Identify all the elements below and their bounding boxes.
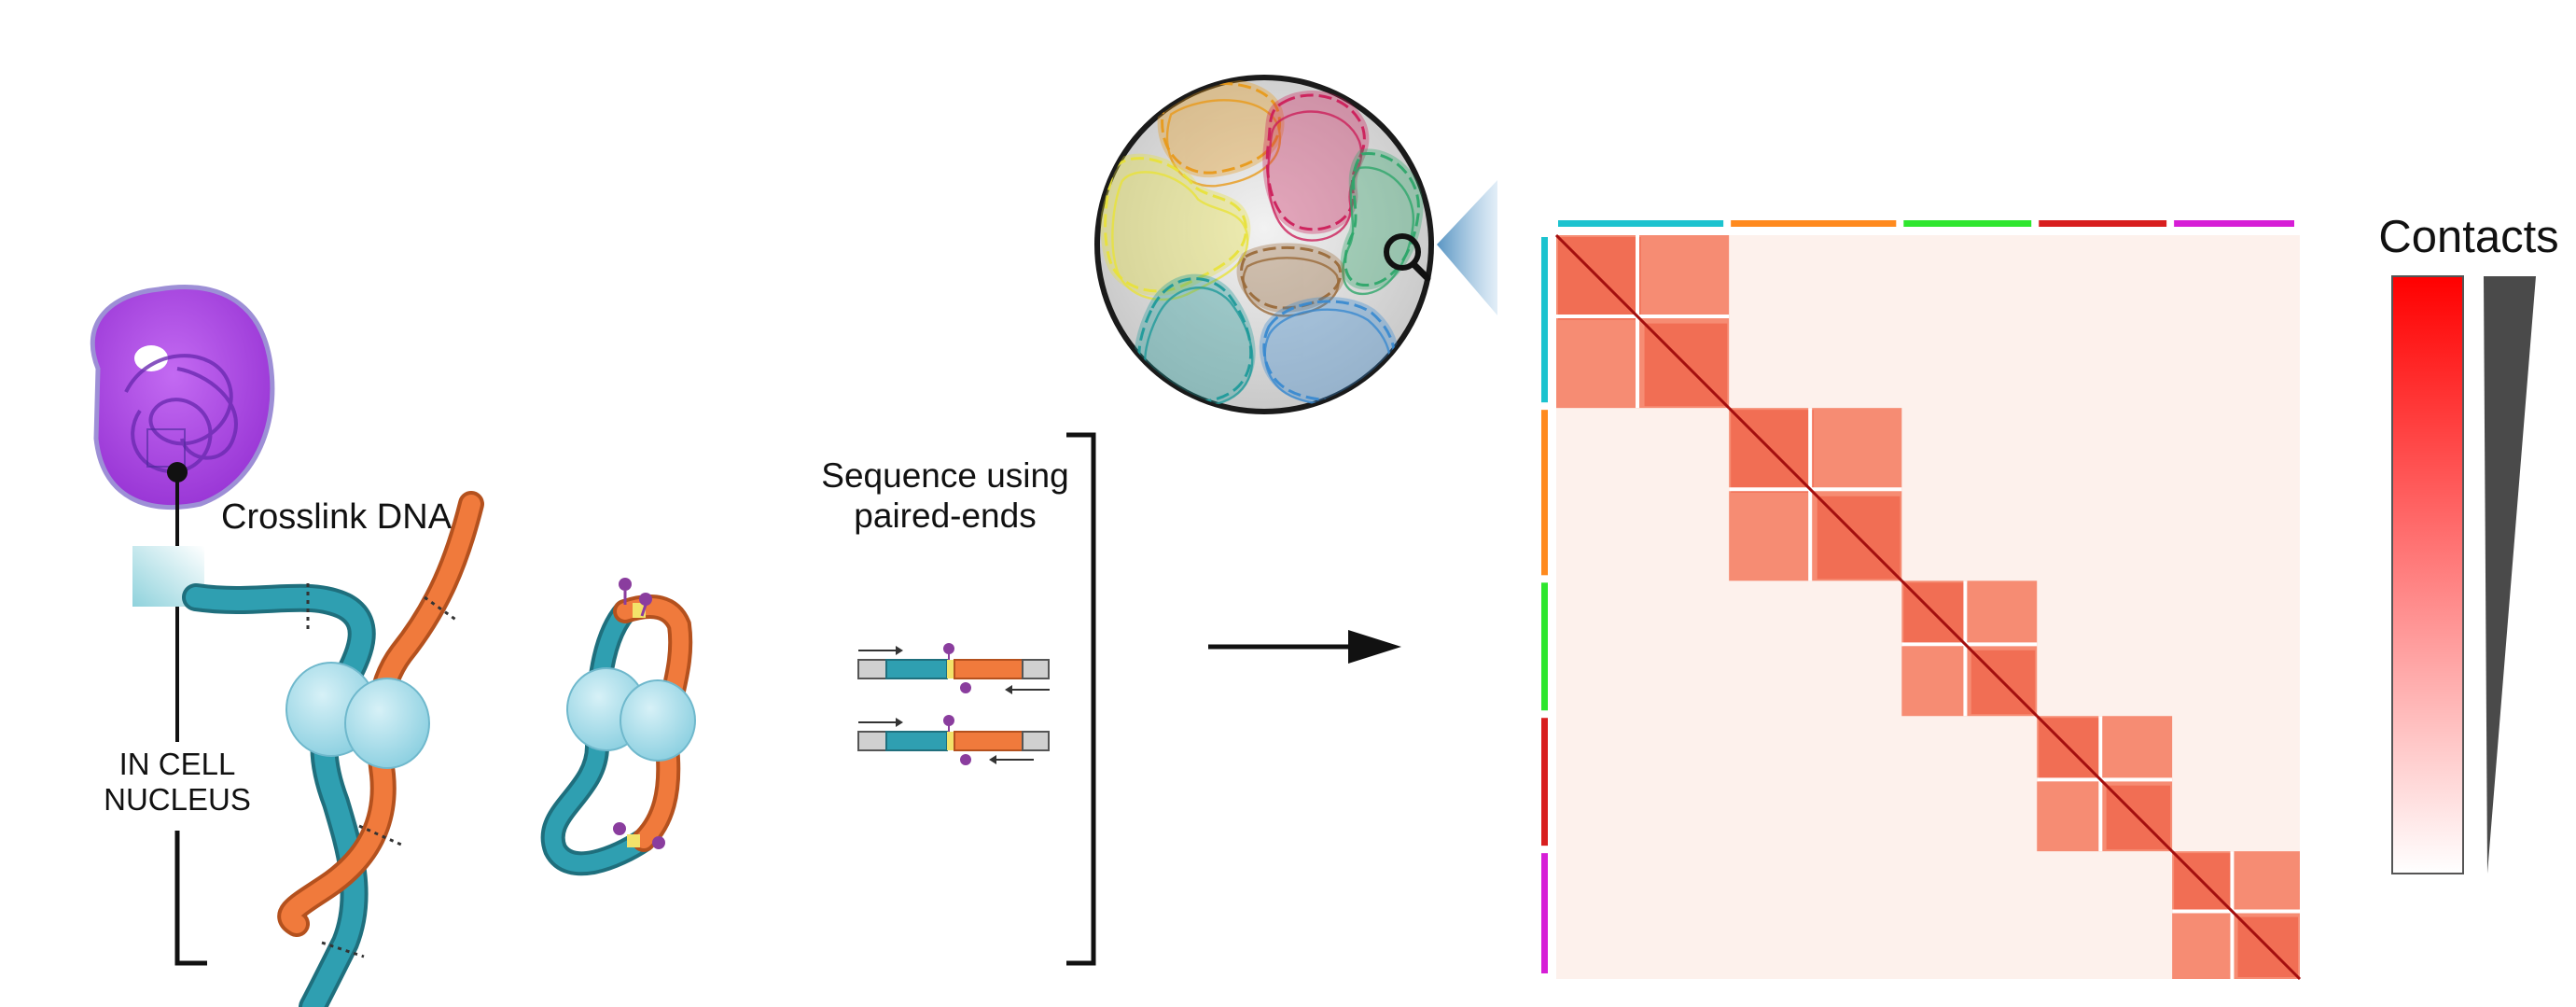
chromosome-bar-top bbox=[1903, 220, 2032, 227]
heatmap-block bbox=[2036, 715, 2174, 853]
heatmap-block bbox=[2171, 850, 2302, 981]
heatmap-block bbox=[1554, 233, 1731, 410]
chromosome-bar-top bbox=[2039, 220, 2167, 227]
chromosome-territory bbox=[1100, 153, 1251, 301]
bracket-icon bbox=[1066, 432, 1096, 966]
chromosome-territory bbox=[1134, 273, 1256, 407]
chromosome-territory bbox=[1157, 78, 1285, 188]
chromosome-bar-top bbox=[1731, 220, 1897, 227]
nucleus-label-line2: NUCLEUS bbox=[104, 782, 251, 817]
chromosome-territory bbox=[1340, 148, 1424, 296]
sequence-label-line2: paired-ends bbox=[854, 497, 1036, 535]
chromosome-territory bbox=[1262, 91, 1370, 242]
contact-heatmap bbox=[1541, 220, 2302, 981]
chromosome-bar-left bbox=[1541, 582, 1548, 711]
chromosome-bar-top bbox=[1558, 220, 1724, 227]
callout-bracket bbox=[174, 831, 207, 966]
paired-end-read-2 bbox=[857, 715, 1050, 765]
chromosome-bar-left bbox=[1541, 237, 1548, 403]
contacts-label: Contacts bbox=[2378, 212, 2558, 262]
arrow-right-icon bbox=[1208, 630, 1401, 664]
chromosome-territory bbox=[1259, 297, 1399, 406]
cell-nucleus-icon bbox=[90, 285, 275, 510]
heatmap-block bbox=[1728, 407, 1903, 582]
paired-end-read-1 bbox=[857, 643, 1050, 694]
zoom-cone bbox=[1437, 180, 1497, 315]
contacts-legend: Contacts bbox=[2378, 212, 2559, 874]
chromosome-bar-left bbox=[1541, 718, 1548, 846]
sequence-label-line1: Sequence using bbox=[821, 456, 1068, 495]
chromosome-bar-left bbox=[1541, 410, 1548, 576]
chromosome-territories-lens bbox=[1094, 75, 1497, 414]
crosslinked-dna bbox=[182, 491, 484, 1007]
chromosome-bar-top bbox=[2174, 220, 2294, 227]
cell-nucleus-panel: Crosslink DNA IN CELL NUCLEUS bbox=[90, 285, 696, 1007]
heatmap-block bbox=[1901, 580, 2039, 718]
chromosome-bar-left bbox=[1541, 853, 1548, 973]
sequencing-panel: Sequence using paired-ends bbox=[821, 432, 1401, 966]
magnifier-icon bbox=[1384, 233, 1431, 282]
contacts-wedge bbox=[2484, 276, 2536, 874]
ligated-loop bbox=[540, 578, 696, 876]
crosslink-label: Crosslink DNA bbox=[221, 497, 453, 537]
nucleus-label-line1: IN CELL bbox=[119, 747, 236, 781]
contacts-colorbar bbox=[2391, 275, 2464, 874]
